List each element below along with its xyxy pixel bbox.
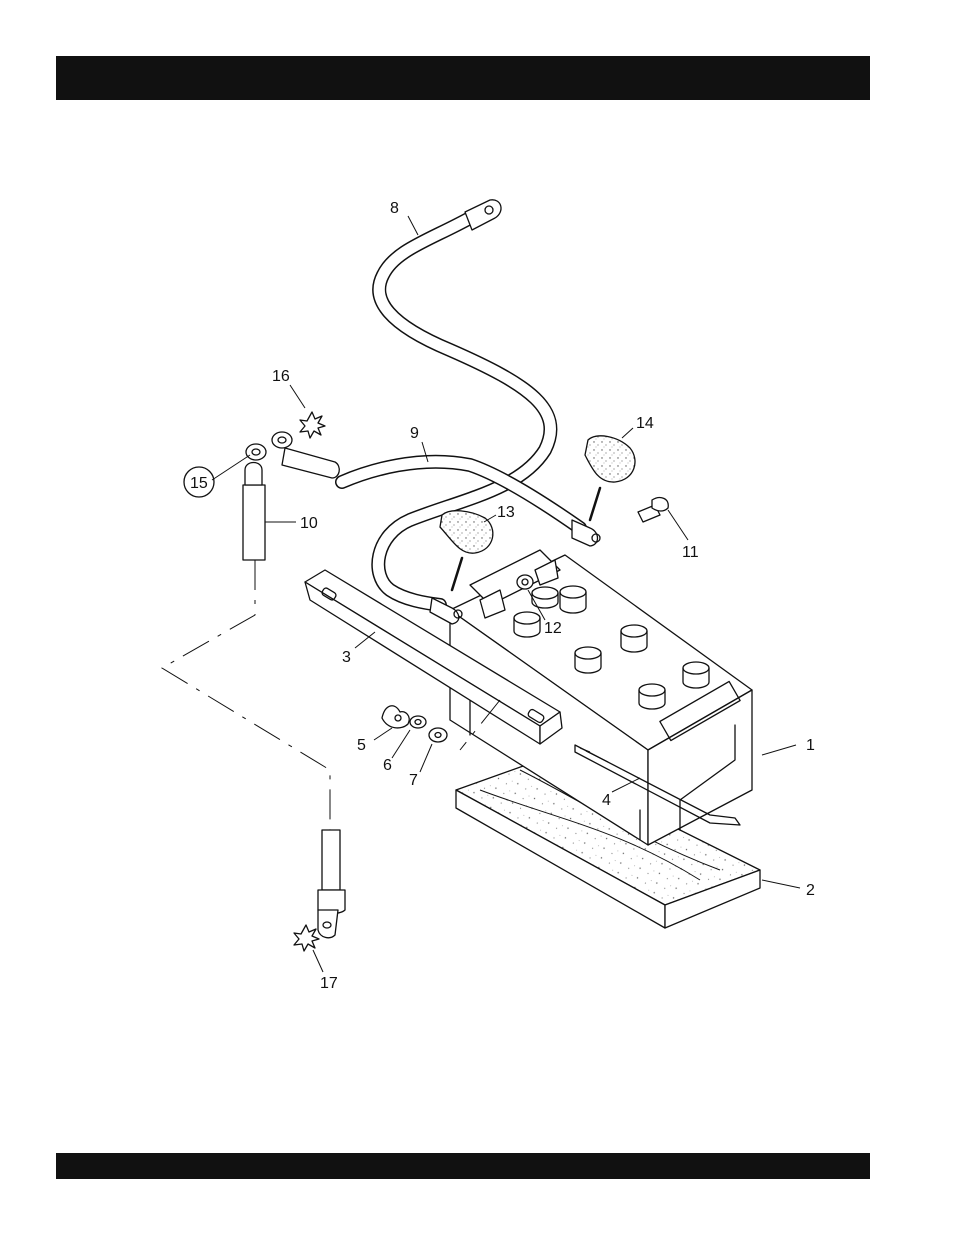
lock-washer [410,716,426,728]
label-11: 11 [682,544,699,561]
label-15: 15 [190,475,208,492]
wing-nut [382,706,409,728]
flat-washer [429,728,447,742]
label-14: 14 [636,415,654,432]
nut [517,575,533,589]
label-13: 13 [497,504,515,521]
label-8: 8 [390,200,399,217]
label-3: 3 [342,649,351,666]
label-9: 9 [410,425,419,442]
label-2: 2 [806,882,815,899]
label-7: 7 [409,772,418,789]
label-17: 17 [320,975,338,992]
bolt [638,498,668,522]
label-12: 12 [544,620,562,637]
terminal-cover-14 [585,436,635,520]
label-6: 6 [383,757,392,774]
label-16: 16 [272,368,290,385]
terminal-lug-16 [272,432,339,478]
label-5: 5 [357,737,366,754]
cable-10 [243,444,345,938]
connection-line-10 [162,560,330,830]
label-1: 1 [806,737,815,754]
star-washer-16-icon [300,412,325,438]
label-10: 10 [300,515,318,532]
label-4: 4 [602,792,611,809]
star-washer-17-icon [294,925,319,951]
